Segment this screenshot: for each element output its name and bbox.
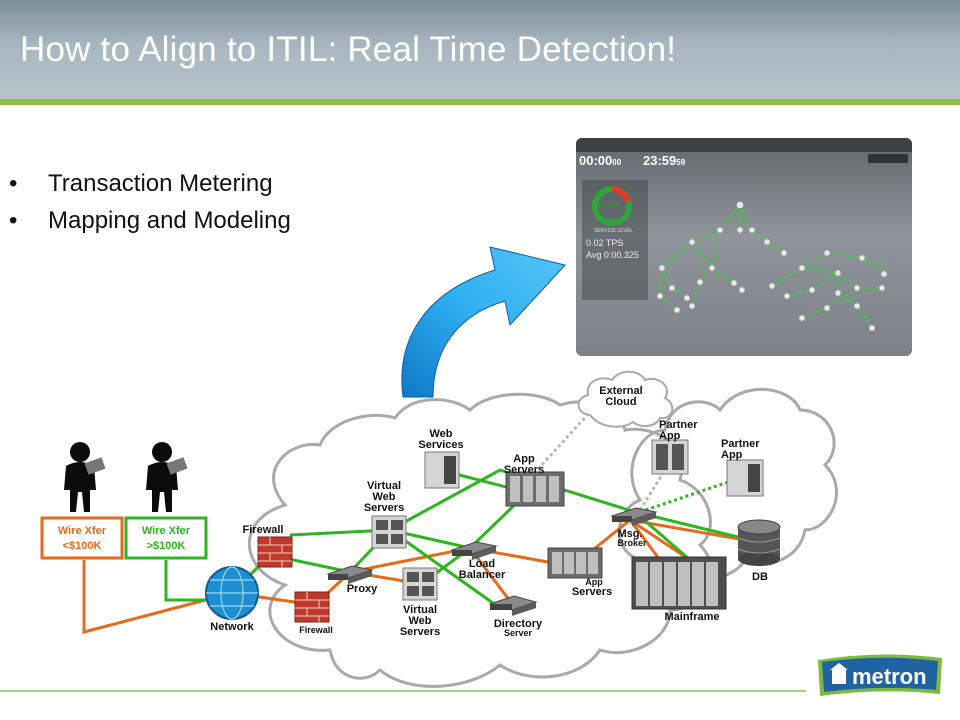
wire-xfer-high-box: [124, 516, 208, 560]
title-underline: [0, 99, 960, 105]
hacker-figure-icon: [64, 442, 106, 512]
database-icon: [737, 519, 781, 566]
mainframe-icon: [631, 556, 727, 610]
virtual-web-servers-icon: [371, 515, 407, 549]
label-broker: Broker: [617, 538, 647, 548]
label-mainframe: Mainframe: [664, 611, 719, 623]
proxy-router-icon: [326, 565, 374, 584]
title-bar: How to Align to ITIL: Real Time Detectio…: [0, 0, 960, 100]
label-msg: Msg.: [617, 528, 642, 540]
metron-logo: metron: [816, 650, 944, 698]
curved-arrow-icon: [401, 246, 566, 398]
dashboard-time-start: 00:0000: [579, 153, 622, 168]
dashboard-time-end: 23:5959: [643, 153, 686, 168]
bullet-dot: •: [9, 207, 18, 234]
external-cloud: [577, 370, 674, 428]
dashboard-topbar: [576, 138, 912, 152]
dependency-tree-map: [656, 201, 888, 332]
label-proxy: Proxy: [347, 583, 378, 595]
dashboard-controls: [868, 154, 908, 163]
label-firewall-top: Firewall: [243, 524, 284, 536]
label-directory-sub: Server: [504, 628, 533, 638]
label-wire-xfer-high: Wire Xfer: [142, 525, 191, 537]
app-servers-rack-icon: [505, 471, 565, 507]
firewall-icon: [294, 591, 330, 623]
label-wire-xfer-low: Wire Xfer: [58, 525, 107, 537]
network-globe-icon: [205, 566, 259, 620]
bullet-text: Mapping and Modeling: [48, 207, 291, 234]
load-balancer-icon: [450, 541, 498, 560]
label-firewall-bottom: Firewall: [299, 625, 333, 635]
bullet-dot: •: [9, 170, 18, 197]
partner-app-server-icon: [726, 459, 764, 497]
firewall-icon: [257, 536, 293, 568]
directory-server-icon: [488, 595, 538, 616]
label-wire-xfer-high-amt: >$100K: [147, 540, 186, 552]
dashboard-screenshot: 00:0000 23:5959 89.22% SERVICE LEVEL 0.0…: [576, 138, 912, 356]
tps-value: 0.02 TPS: [586, 238, 624, 248]
partner-app-server-icon: [651, 439, 689, 475]
service-level-gauge: [592, 186, 632, 226]
avg-value: Avg 0:00.325: [586, 250, 639, 260]
web-services-server-icon: [424, 451, 460, 489]
main-cloud: [247, 392, 713, 688]
label-servers-bottom: Servers: [572, 586, 612, 598]
app-servers-rack-icon: [547, 547, 603, 579]
service-level-label: SERVICE LEVEL: [594, 228, 633, 234]
virtual-web-servers-icon: [402, 567, 438, 601]
label-app-bottom: App: [585, 577, 603, 587]
footer-line: [0, 690, 806, 692]
label-network: Network: [210, 621, 254, 633]
label-directory: Directory: [494, 618, 543, 630]
bullet-text: Transaction Metering: [48, 170, 273, 197]
service-level-value: 89.22%: [598, 203, 619, 209]
slide-title: How to Align to ITIL: Real Time Detectio…: [20, 30, 677, 69]
metron-logo-badge: metron: [818, 654, 942, 696]
metron-logo-text: metron: [852, 664, 927, 689]
label-wire-xfer-low-amt: <$100K: [63, 540, 102, 552]
hacker-figure-icon: [146, 442, 188, 512]
message-broker-icon: [610, 507, 658, 526]
wire-xfer-low-box: [40, 516, 124, 560]
label-db: DB: [752, 571, 768, 583]
